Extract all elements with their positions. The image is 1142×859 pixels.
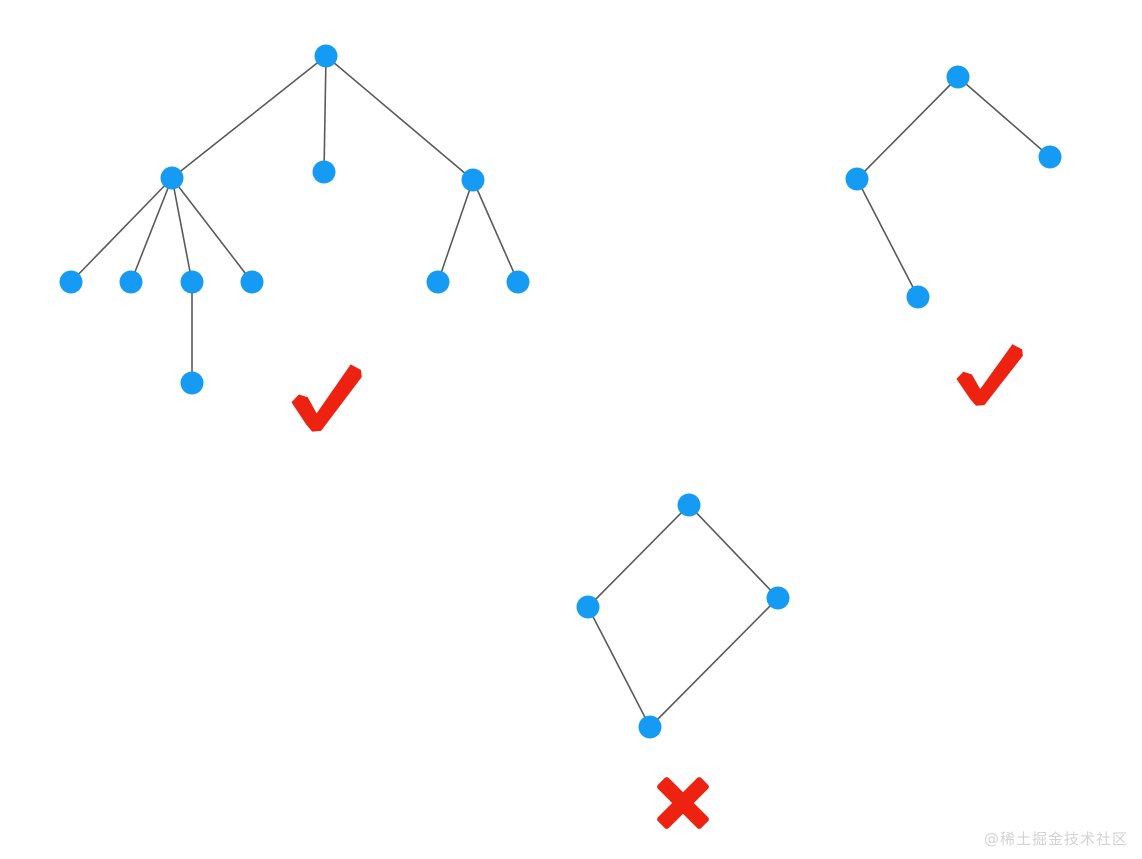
graph-node[interactable] [766,586,790,610]
graph-node[interactable] [426,270,450,294]
graph-node[interactable] [180,270,204,294]
check-mark-shape [291,364,362,432]
graph-node[interactable] [946,65,970,89]
graph-node[interactable] [180,371,204,395]
graph-edge [171,55,327,179]
cross-mark-bar [657,777,709,829]
check-mark-icon [956,344,1023,406]
graph-node[interactable] [638,715,662,739]
graph-node[interactable] [312,160,336,184]
graph-node[interactable] [845,167,869,191]
node-group-left-tree [59,44,530,395]
graph-edge [856,178,919,298]
cross-mark-icon [657,777,709,829]
node-group-bottom-cycle [576,493,790,739]
node-group-right-tree [845,65,1062,309]
graph-node[interactable] [906,285,930,309]
check-mark-shape [956,344,1023,406]
graph-node[interactable] [576,595,600,619]
graph-edge [437,179,474,283]
edge-group-right-tree [856,76,1051,298]
graph-edge [325,55,474,181]
nodes-layer [59,44,1062,739]
graph-edge [70,177,173,283]
graph-node[interactable] [119,270,143,294]
edge-group-left-tree [70,55,519,384]
graph-node[interactable] [1038,145,1062,169]
graph-edge [323,55,327,173]
graph-edge [130,177,173,283]
graph-node[interactable] [160,166,184,190]
graph-node[interactable] [240,270,264,294]
graph-node[interactable] [461,168,485,192]
graph-node[interactable] [59,270,83,294]
graph-edge [649,597,779,728]
edges-layer [70,55,1051,728]
check-mark-icon [291,364,362,432]
marks-layer [291,344,1023,829]
graph-edge [472,179,519,283]
graph-node[interactable] [677,493,701,517]
graph-edge [171,177,193,283]
graph-edge [587,504,690,608]
edge-group-bottom-cycle [587,504,779,728]
graph-edge [957,76,1051,158]
graph-node[interactable] [506,270,530,294]
graph-node[interactable] [314,44,338,68]
graph-edge [587,606,651,728]
graph-edge [688,504,779,599]
graph-edge [856,76,959,180]
watermark-text: @稀土掘金技术社区 [983,830,1128,848]
graph-edge [171,177,253,283]
